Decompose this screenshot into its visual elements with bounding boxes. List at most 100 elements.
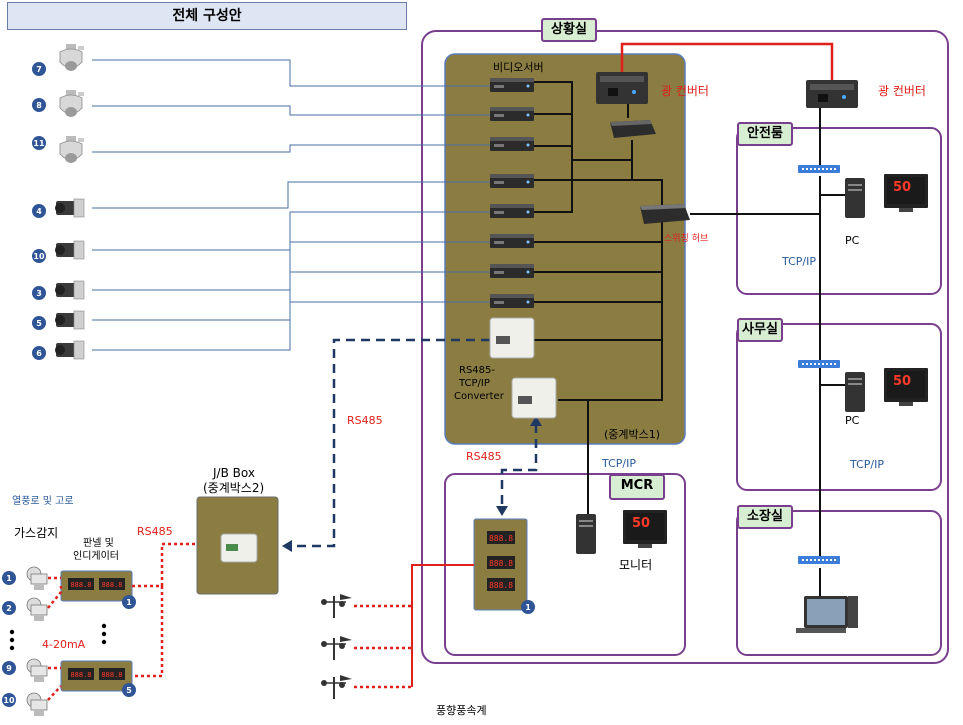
rs485-converter-bottom-icon xyxy=(511,377,557,419)
mcr-pc-tower-icon xyxy=(576,514,596,554)
relay-box-1-label: (중계박스1) xyxy=(604,428,661,441)
box-camera-3 xyxy=(54,280,85,300)
mcr-panel-badge: 1 xyxy=(521,600,535,614)
red-dotted-lines xyxy=(47,542,412,701)
safety-hub-icon xyxy=(798,165,840,173)
rs485-label-3: RS485 xyxy=(137,525,173,538)
video-server-8 xyxy=(490,294,534,308)
diagram-title: 전체 구성안 xyxy=(7,2,407,30)
box-camera-4 xyxy=(54,310,85,330)
video-server-4 xyxy=(490,174,534,188)
converter-label-3: Converter xyxy=(454,391,504,402)
video-server-7 xyxy=(490,264,534,278)
mcr-monitor-screen-text: 50 xyxy=(632,516,650,531)
svg-text:888.8: 888.8 xyxy=(489,581,513,590)
ptz-camera-2 xyxy=(59,89,85,118)
anemometer-2 xyxy=(320,635,353,661)
camera-badge-4: 4 xyxy=(32,204,46,218)
office-pc-tower-icon xyxy=(845,372,865,412)
anemometer-1 xyxy=(320,593,353,619)
gas-sensor-4 xyxy=(26,692,48,717)
mcr-display-1: 888.8 xyxy=(487,531,515,544)
jbox-converter-icon xyxy=(220,533,258,563)
director-hub-icon xyxy=(798,556,840,564)
svg-text:9: 9 xyxy=(6,664,12,673)
camera-badge-6: 6 xyxy=(32,346,46,360)
office-room-frame xyxy=(736,323,942,491)
svg-text:5: 5 xyxy=(36,319,42,328)
panel-badge-1: 1 xyxy=(122,595,136,609)
safety-monitor-screen-text: 50 xyxy=(893,180,911,195)
svg-text:6: 6 xyxy=(36,349,42,358)
box-camera-5 xyxy=(54,340,85,360)
svg-text:3: 3 xyxy=(36,289,42,298)
svg-text:1: 1 xyxy=(126,598,132,607)
anemometer-solid-line xyxy=(411,564,474,687)
video-server-label: 비디오서버 xyxy=(493,61,544,74)
pc-label-2: PC xyxy=(845,414,860,427)
camera-badge-3: 3 xyxy=(32,286,46,300)
panel1-display-2: 888.8 xyxy=(99,578,125,590)
video-server-3 xyxy=(490,137,534,151)
director-computer-icon xyxy=(796,596,858,633)
gas-detect-label: 가스감지 xyxy=(14,526,59,540)
tcpip-label-3: TCP/IP xyxy=(850,458,884,471)
svg-text:2: 2 xyxy=(6,604,12,613)
network-line xyxy=(690,108,845,600)
svg-text:10: 10 xyxy=(3,696,15,705)
gas-sensor-3 xyxy=(26,658,48,683)
svg-text:4: 4 xyxy=(36,207,42,216)
safety-room-frame xyxy=(736,127,942,295)
optical-converter-icon-1 xyxy=(596,72,648,104)
box-camera-1 xyxy=(54,198,85,218)
box-camera-2 xyxy=(54,240,85,260)
camera-badge-11: 11 xyxy=(32,136,46,150)
director-room-frame xyxy=(736,510,942,656)
svg-text:5: 5 xyxy=(126,686,132,695)
arrow-to-mcr-panel xyxy=(496,506,508,516)
svg-text:1: 1 xyxy=(525,603,531,612)
tcpip-label-2: TCP/IP xyxy=(782,255,816,268)
video-server-5 xyxy=(490,204,534,218)
relay-internal-wiring xyxy=(534,81,663,520)
sensor-badge-10: 10 xyxy=(2,693,16,707)
rs485-label-2: RS485 xyxy=(466,450,502,463)
mcr-monitor-label: 모니터 xyxy=(619,558,653,572)
gas-sensor-1 xyxy=(26,566,48,591)
panel-label-1: 판넬 및 xyxy=(83,538,114,549)
svg-text:11: 11 xyxy=(33,139,45,148)
arrow-to-jbox xyxy=(282,540,292,552)
gas-ellipsis-dots xyxy=(9,623,107,651)
camera-badge-10: 10 xyxy=(32,249,46,263)
panel1-display-1: 888.8 xyxy=(68,578,94,590)
office-monitor-screen-text: 50 xyxy=(893,374,911,389)
heat-furnace-label: 열풍로 및 고로 xyxy=(12,496,74,507)
current-range-label: 4-20mA xyxy=(42,638,86,651)
mcr-display-2: 888.8 xyxy=(487,556,515,569)
panel2-display-1: 888.8 xyxy=(68,668,94,680)
safety-pc-tower-icon xyxy=(845,178,865,218)
sensor-badge-2: 2 xyxy=(2,601,16,615)
video-server-1 xyxy=(490,78,534,92)
rs485-label-1: RS485 xyxy=(347,414,383,427)
camera-badge-8: 8 xyxy=(32,98,46,112)
office-hub-icon xyxy=(798,360,840,368)
switching-hub-icon xyxy=(640,204,690,224)
converter-label-2: TCP/IP xyxy=(459,378,490,389)
panel2-display-2: 888.8 xyxy=(99,668,125,680)
jbox-label-2: (중계박스2) xyxy=(203,481,265,495)
optical-converter-label-2: 광 컨버터 xyxy=(878,84,926,98)
pc-label-1: PC xyxy=(845,234,860,247)
svg-text:888.8: 888.8 xyxy=(70,671,91,679)
panel-badge-5: 5 xyxy=(122,683,136,697)
camera-wiring xyxy=(92,59,490,351)
sensor-badge-9: 9 xyxy=(2,661,16,675)
network-switch-icon xyxy=(610,120,656,138)
control-room-frame xyxy=(421,30,949,664)
room-tag-safety: 안전룸 xyxy=(737,122,793,146)
switching-hub-label: 스위칭 허브 xyxy=(664,234,709,244)
svg-text:888.8: 888.8 xyxy=(489,534,513,543)
wind-meter-label: 풍향풍속계 xyxy=(436,704,487,717)
room-tag-control: 상황실 xyxy=(541,18,597,42)
converter-label-1: RS485- xyxy=(459,365,495,376)
